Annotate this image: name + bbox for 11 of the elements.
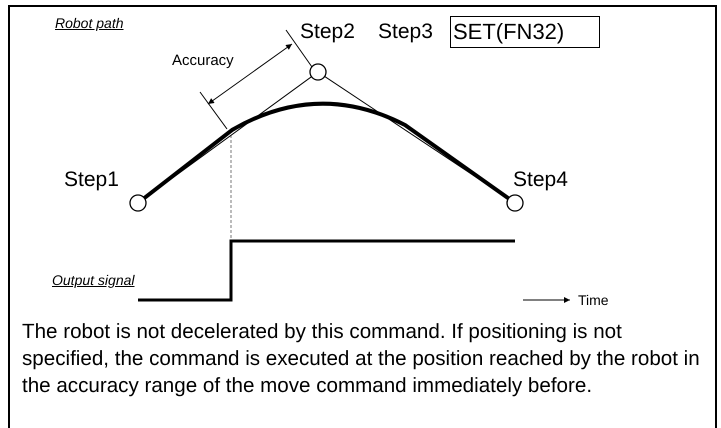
section-heading: Robot path xyxy=(55,15,124,31)
step-label: Step1 xyxy=(64,168,119,192)
step-label: Step4 xyxy=(513,168,568,192)
note-text: The robot is not decelerated by this command. If positioning is not specified, the command is executed at the position reached by the robot in the accuracy range of the move command immediately before. xyxy=(22,319,701,399)
step-label: Step2 xyxy=(300,20,355,44)
command-box: SET(FN32) xyxy=(450,16,600,48)
axis-label: Time xyxy=(578,292,609,308)
section-heading: Output signal xyxy=(52,272,134,288)
step-label: Step3 xyxy=(378,20,433,44)
robot-path xyxy=(143,102,510,200)
dimension-label: Accuracy xyxy=(172,52,234,69)
